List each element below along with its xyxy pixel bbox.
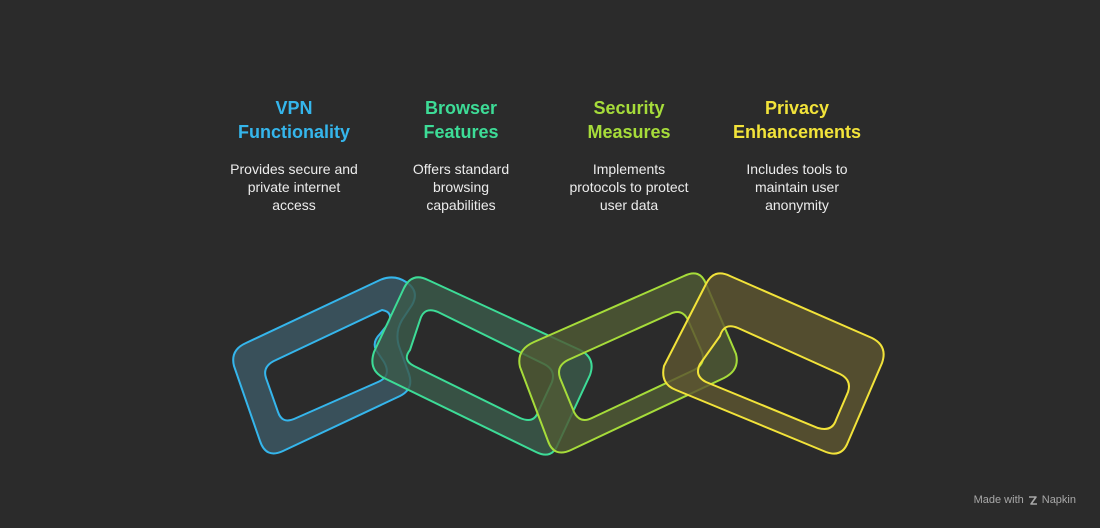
footer-brand: Napkin: [1041, 494, 1076, 506]
column-description: Offers standard browsing capabilities: [412, 161, 510, 213]
column-title: Security Measures: [587, 98, 671, 142]
made-with-napkin-footer: Made with Napkin: [974, 494, 1076, 506]
chain-link-privacy: [662, 272, 885, 455]
column-2: Security Measures Implements protocols t…: [534, 96, 724, 214]
column-1: Browser Features Offers standard browsin…: [366, 96, 556, 214]
column-0: VPN Functionality Provides secure and pr…: [199, 96, 389, 214]
column-description: Includes tools to maintain user anonymit…: [746, 161, 848, 213]
column-title: Browser Features: [423, 98, 499, 142]
column-description: Implements protocols to protect user dat…: [569, 161, 689, 213]
column-title: Privacy Enhancements: [732, 98, 862, 142]
column-description: Provides secure and private internet acc…: [230, 161, 358, 213]
napkin-logo-icon: [1028, 495, 1038, 506]
footer-label: Made with: [973, 494, 1024, 506]
column-title: VPN Functionality: [238, 98, 350, 142]
column-3: Privacy Enhancements Includes tools to m…: [702, 96, 892, 214]
